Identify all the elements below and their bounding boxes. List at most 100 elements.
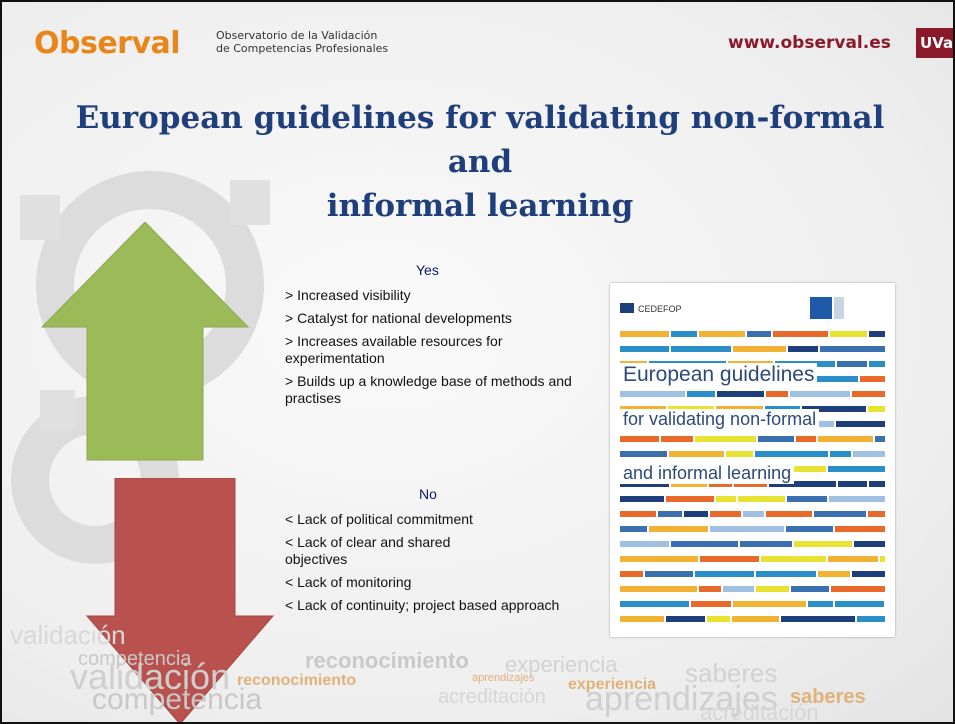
cover-stripe xyxy=(723,586,754,592)
cover-stripe xyxy=(740,541,792,547)
cover-stripe xyxy=(869,361,885,367)
cover-stripe xyxy=(620,391,685,397)
cover-stripe xyxy=(649,526,708,532)
cover-stripe xyxy=(671,541,738,547)
website-link[interactable]: www.observal.es xyxy=(728,33,891,53)
cover-stripe xyxy=(852,391,885,397)
cover-stripe xyxy=(755,451,828,457)
cover-stripe xyxy=(707,616,730,622)
word: aprendizajes xyxy=(585,680,778,718)
cover-stripe xyxy=(666,616,705,622)
cover-stripe xyxy=(787,496,827,502)
cover-stripe xyxy=(700,556,759,562)
slide-title: European guidelines for validating non-f… xyxy=(60,96,900,228)
cover-stripe xyxy=(831,586,885,592)
yes-item-4: > Builds up a knowledge base of methods … xyxy=(285,373,572,406)
cover-stripe xyxy=(620,496,664,502)
cover-stripe xyxy=(671,331,697,337)
word: validación xyxy=(10,620,126,650)
word: saberes xyxy=(685,658,778,688)
cover-stripe xyxy=(814,511,866,517)
cover-stripe xyxy=(671,481,707,487)
cover-stripe xyxy=(645,571,693,577)
cover-stripe xyxy=(756,586,789,592)
word: competencia xyxy=(92,683,263,716)
cover-stripe xyxy=(857,616,885,622)
cover-stripe xyxy=(699,331,745,337)
cover-stripe xyxy=(620,346,669,352)
cover-stripe xyxy=(880,556,885,562)
cover-stripe xyxy=(868,406,885,412)
cover-title-line3: and informal learning xyxy=(620,463,795,484)
cover-stripe xyxy=(836,421,885,427)
yes-item-3: > Increases available resources for expe… xyxy=(285,333,503,366)
cover-stripe xyxy=(661,436,693,442)
cover-stripe xyxy=(869,331,885,337)
cover-stripe xyxy=(738,496,785,502)
cover-stripe xyxy=(860,376,885,382)
slide-title-line1: European guidelines for validating non-f… xyxy=(75,100,885,180)
cover-stripe xyxy=(835,601,884,607)
header-subtitle: Observatorio de la Validación de Compete… xyxy=(216,29,388,55)
word: saberes xyxy=(790,686,866,708)
cover-stripe xyxy=(620,481,669,487)
slide-title-line2: informal learning xyxy=(326,188,634,224)
cover-stripe xyxy=(699,586,721,592)
cover-stripe xyxy=(791,586,829,592)
no-item-2: < Lack of clear and shared objectives xyxy=(285,534,451,567)
cover-publisher: CEDEFOP xyxy=(638,304,682,314)
cover-stripe xyxy=(774,466,826,472)
cover-stripe xyxy=(854,541,885,547)
yes-item-2: > Catalyst for national developments xyxy=(285,310,512,326)
word: competencia xyxy=(78,648,192,670)
cover-stripe xyxy=(828,556,878,562)
yes-list: > Increased visibility > Catalyst for na… xyxy=(285,287,585,413)
cover-stripe xyxy=(828,466,885,472)
header-subtitle-line2: de Competencias Profesionales xyxy=(216,42,389,55)
cover-stripe xyxy=(810,376,858,382)
cover-stripe xyxy=(818,571,850,577)
word: reconocimiento xyxy=(237,672,357,689)
guidelines-cover: CEDEFOP European guidelines for validati… xyxy=(610,283,895,637)
cover-stripe xyxy=(658,511,682,517)
cover-stripe xyxy=(875,436,885,442)
cover-stripe xyxy=(794,541,852,547)
cover-stripe xyxy=(620,601,689,607)
word: experiencia xyxy=(505,652,618,677)
cover-stripe xyxy=(766,391,788,397)
cover-stripe xyxy=(669,451,724,457)
header-subtitle-line1: Observatorio de la Validación xyxy=(216,29,378,42)
cover-stripe xyxy=(734,481,767,487)
cover-stripe xyxy=(773,331,828,337)
cover-stripe xyxy=(796,436,816,442)
cover-stripe xyxy=(868,511,885,517)
cover-stripe xyxy=(852,571,885,577)
cover-stripe xyxy=(620,331,669,337)
cover-stripe xyxy=(710,526,784,532)
cover-stripe xyxy=(620,571,643,577)
observal-logo[interactable]: Observal xyxy=(34,26,181,61)
no-list: < Lack of political commitment < Lack of… xyxy=(285,511,585,620)
uva-badge[interactable]: UVa xyxy=(916,28,953,58)
cover-stripe xyxy=(620,451,667,457)
cover-stripe xyxy=(758,436,794,442)
yes-item-1: > Increased visibility xyxy=(285,287,411,303)
cover-stripe xyxy=(709,481,732,487)
cover-stripe xyxy=(756,571,816,577)
cover-stripe xyxy=(830,331,867,337)
cover-title-line2: for validating non-formal xyxy=(620,409,820,430)
word: validación xyxy=(70,656,231,697)
cover-stripe xyxy=(743,511,764,517)
cover-stripe xyxy=(687,391,715,397)
cover-stripe xyxy=(732,616,779,622)
cover-stripe xyxy=(790,391,850,397)
cover-stripe xyxy=(671,346,731,352)
cover-stripe xyxy=(620,616,664,622)
cover-stripe xyxy=(829,496,885,502)
cover-stripe xyxy=(869,481,885,487)
cover-stripe xyxy=(620,586,697,592)
cover-stripe xyxy=(726,451,753,457)
cover-stripe xyxy=(808,601,833,607)
cover-stripe xyxy=(766,511,812,517)
